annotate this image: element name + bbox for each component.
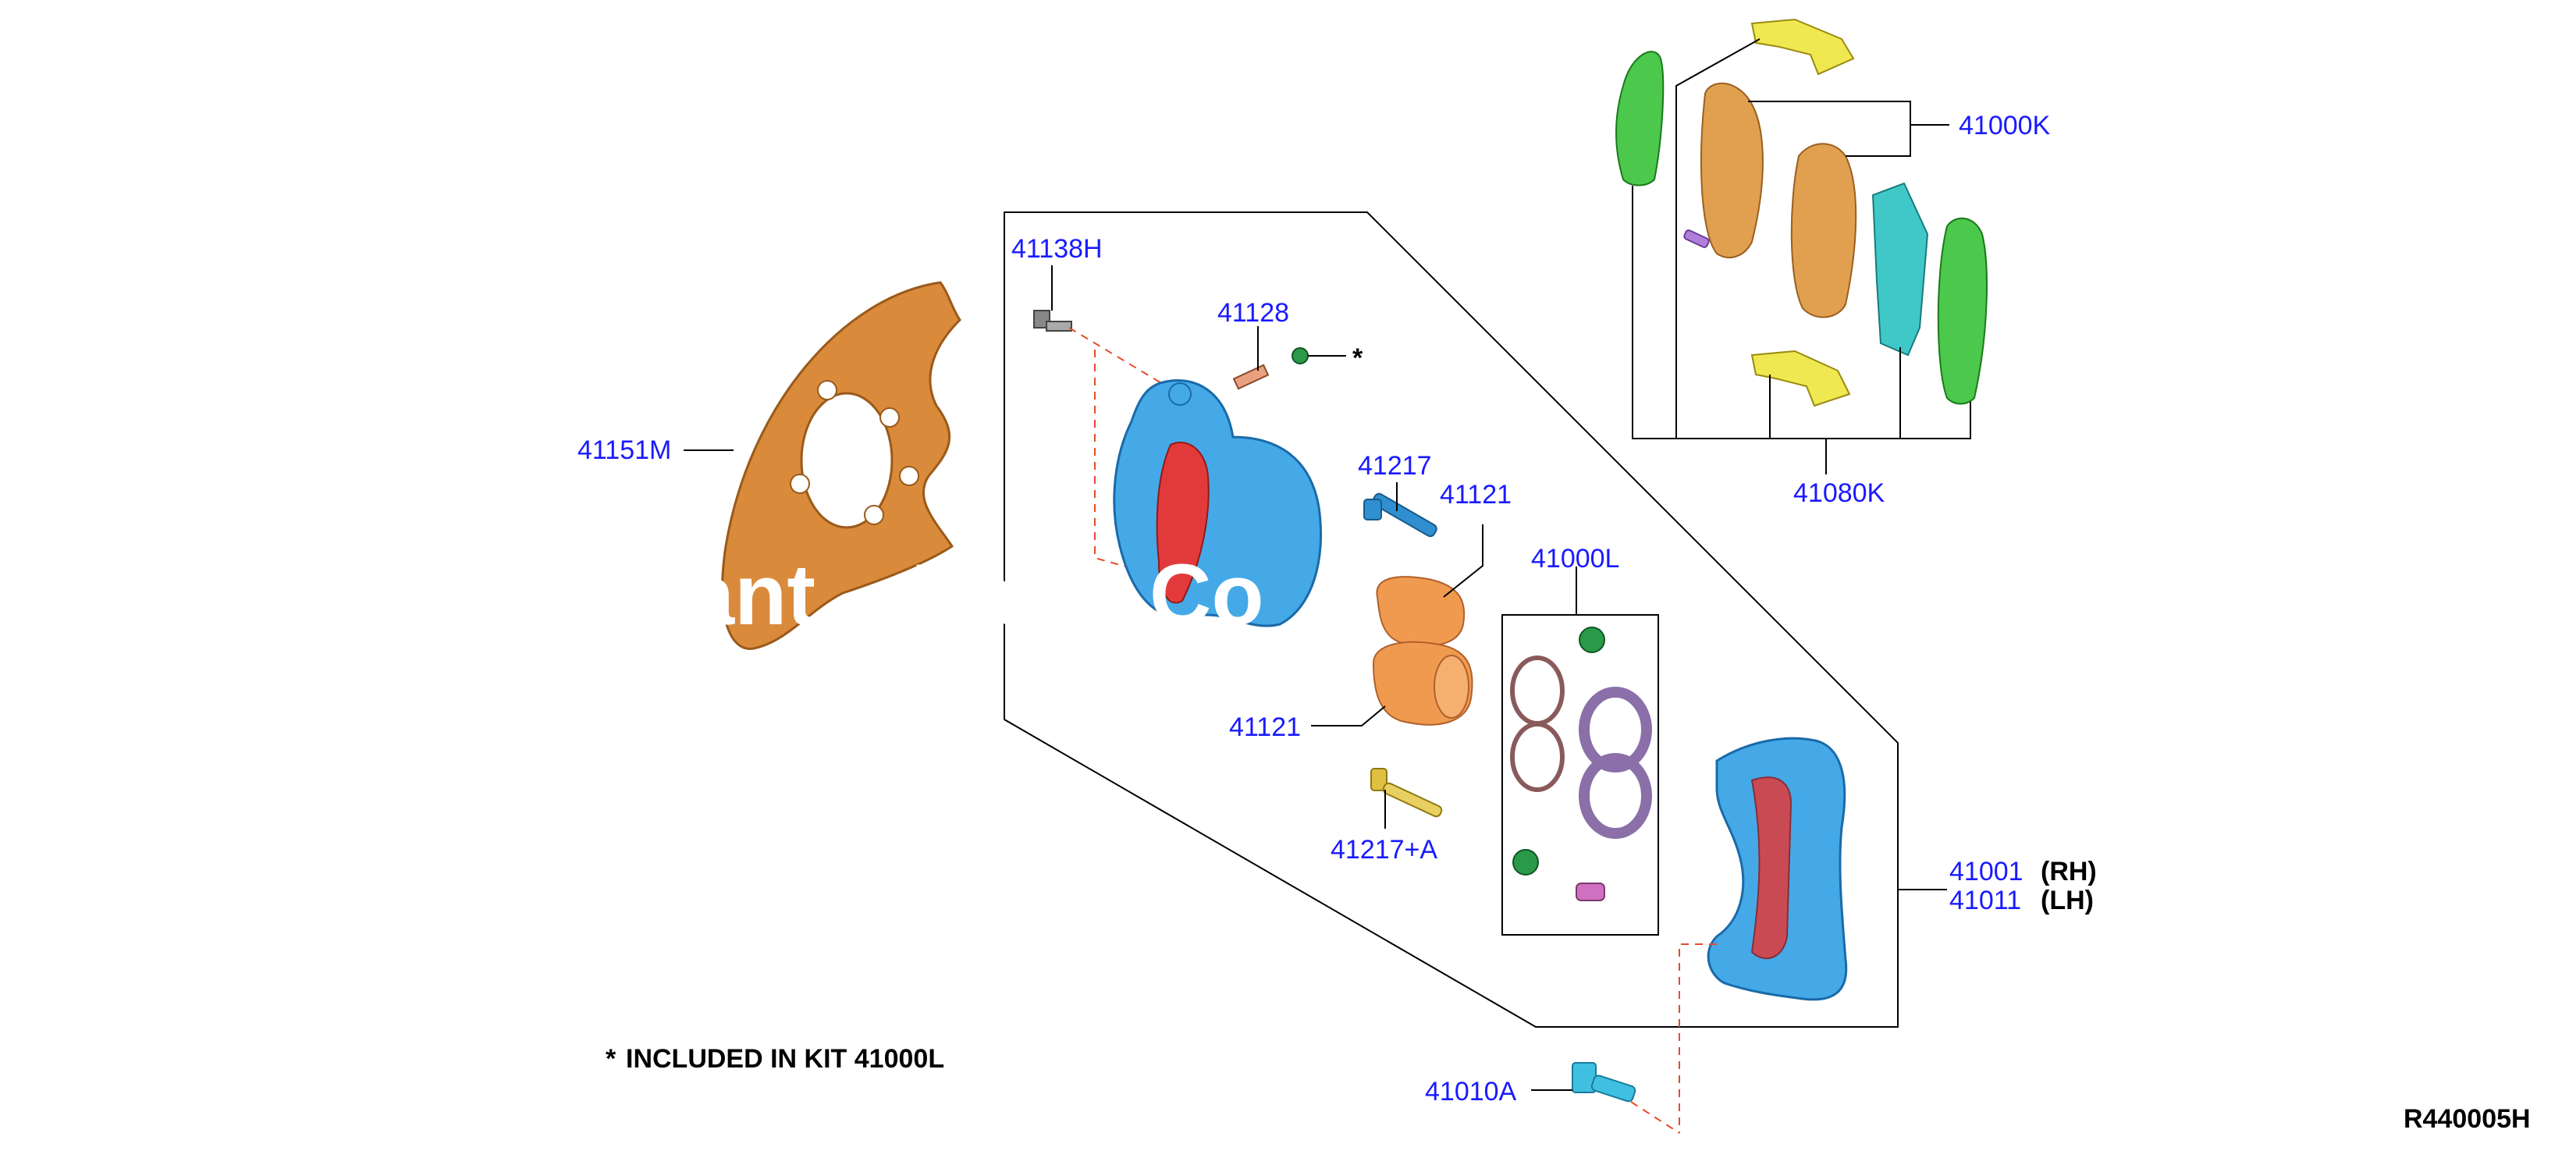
label-41010A[interactable]: 41010A (1425, 1077, 1517, 1106)
wear-indicator-part[interactable] (1683, 229, 1710, 248)
label-41001[interactable]: 41001 (1949, 857, 2023, 886)
clip-yellow-top-part[interactable] (1750, 18, 1855, 76)
brake-pad-left-part[interactable] (1700, 82, 1764, 258)
caliper-bracket-part[interactable] (1707, 737, 1848, 1001)
label-41217A[interactable]: 41217+A (1331, 835, 1437, 865)
label-41121-upper[interactable]: 41121 (1440, 480, 1512, 510)
caliper-assembly-outline (1004, 211, 1899, 1028)
piston-boot-lower-part[interactable] (1372, 641, 1473, 726)
kit-asterisk: * (1352, 343, 1363, 373)
label-41151M[interactable]: 41151M (577, 435, 671, 465)
label-lh: (LH) (2041, 886, 2094, 915)
seal-kit-parts[interactable] (1510, 627, 1652, 901)
piston-boot-upper-part[interactable] (1376, 576, 1466, 647)
label-41138H[interactable]: 41138H (1011, 234, 1103, 264)
shim-teal-part[interactable] (1871, 182, 1929, 357)
backing-plate-part[interactable] (721, 281, 961, 650)
guide-pin-part[interactable] (1363, 492, 1438, 538)
shim-green-left-part[interactable] (1615, 51, 1665, 186)
seal-kit-box (1501, 614, 1659, 936)
caliper-body-part[interactable] (1113, 379, 1322, 627)
label-41080K[interactable]: 41080K (1793, 478, 1885, 508)
label-41000K[interactable]: 41000K (1959, 111, 2051, 140)
watermark-text: ant Parts.Co (687, 547, 1264, 643)
label-41011[interactable]: 41011 (1949, 886, 2021, 915)
label-41121-lower[interactable]: 41121 (1229, 712, 1301, 742)
bleeder-bolt-part[interactable] (1033, 310, 1072, 332)
bleeder-cap-part[interactable] (1292, 347, 1309, 364)
bracket-bolt-part[interactable] (1572, 1062, 1636, 1103)
diagram-code: R440005H (2404, 1104, 2531, 1134)
label-41000L[interactable]: 41000L (1531, 544, 1619, 574)
shim-green-right-part[interactable] (1937, 217, 1988, 405)
kit-note-text: INCLUDED IN KIT 41000L (626, 1044, 944, 1074)
brake-pad-right-part[interactable] (1790, 143, 1857, 318)
clip-yellow-bottom-part[interactable] (1750, 350, 1851, 407)
label-41128[interactable]: 41128 (1217, 298, 1289, 328)
kit-note-star: * (606, 1044, 616, 1074)
guide-pin-a-part[interactable] (1370, 768, 1443, 818)
bleeder-screw-part[interactable] (1232, 364, 1270, 390)
label-41217[interactable]: 41217 (1358, 451, 1432, 481)
label-rh: (RH) (2041, 857, 2097, 886)
